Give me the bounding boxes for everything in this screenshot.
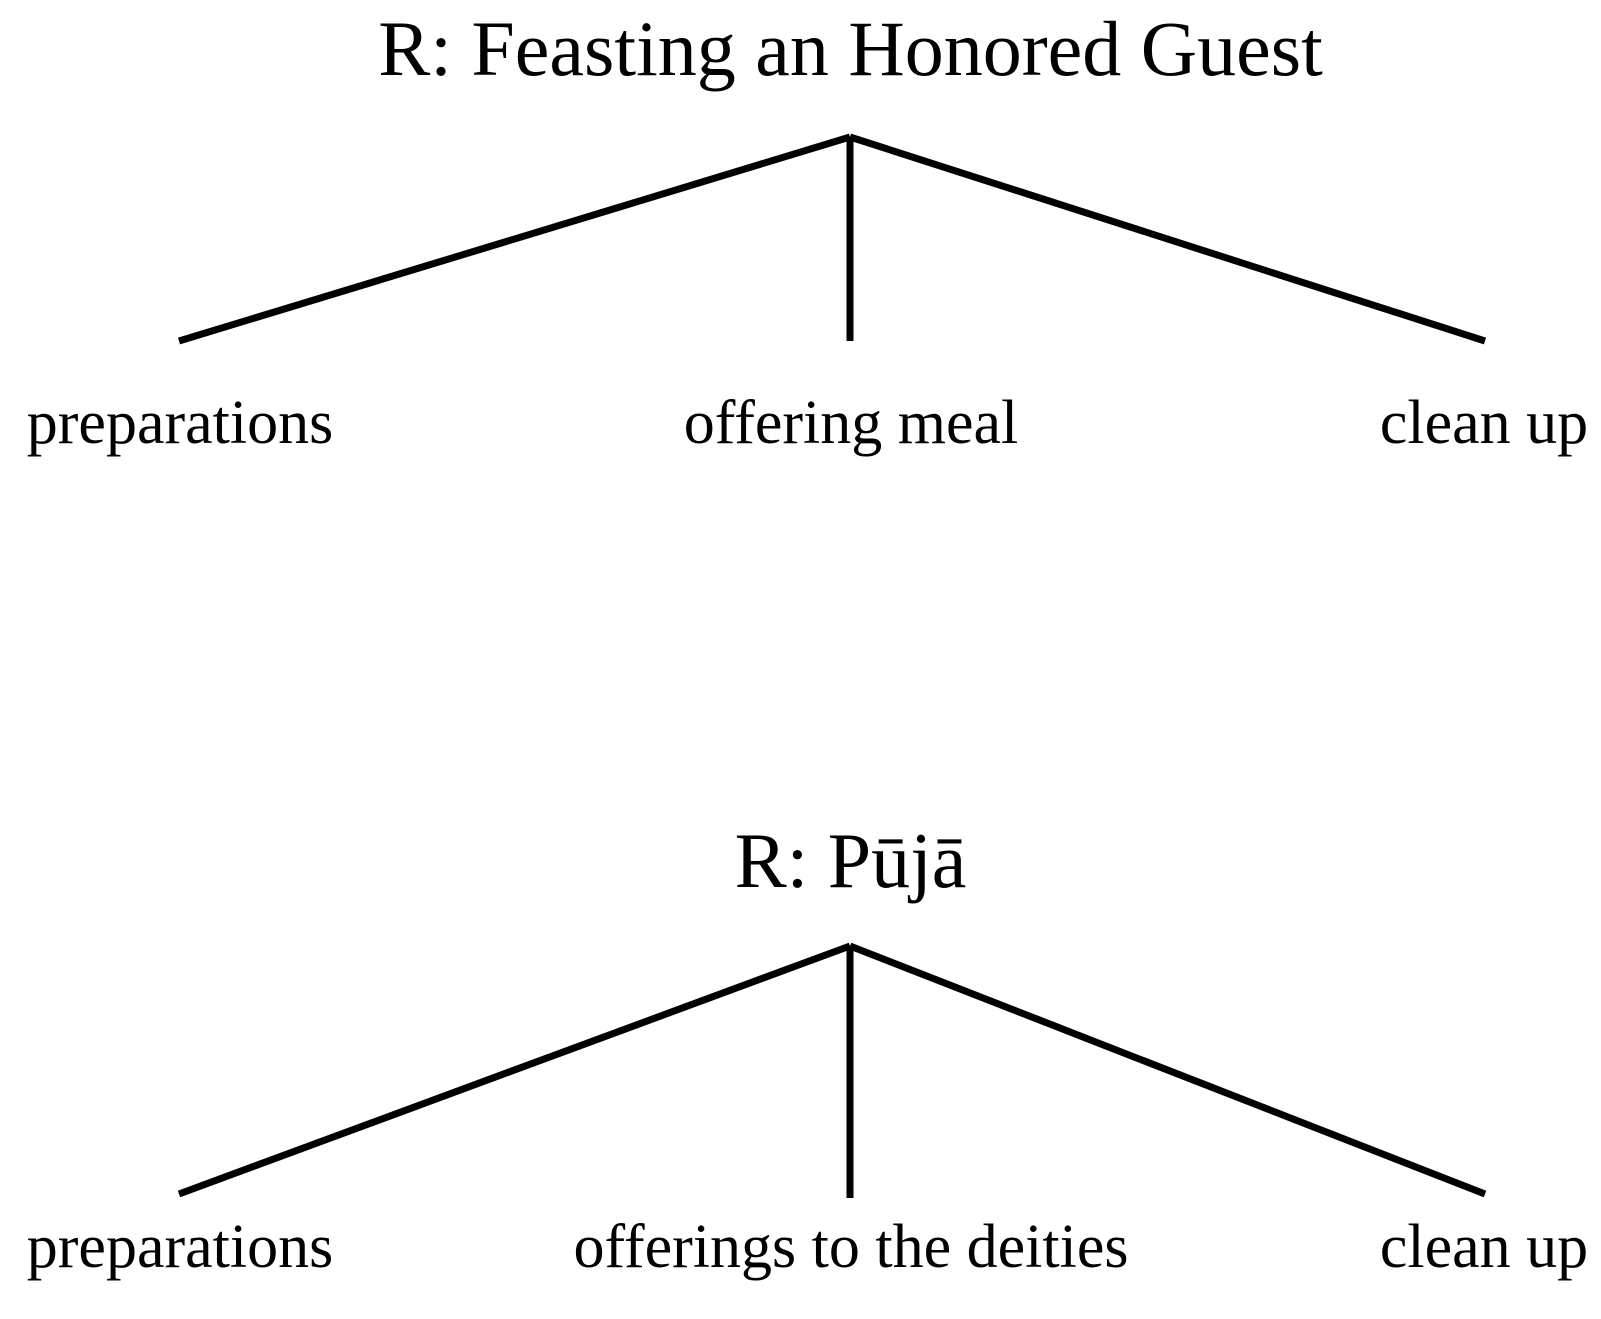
leaf-node-label: preparations	[26, 1213, 334, 1281]
branch-left	[177, 942, 852, 1198]
tree-branches	[177, 133, 1487, 345]
branch-right	[848, 942, 1487, 1198]
leaf-node-label: offerings to the deities	[573, 1213, 1129, 1281]
leaf-node-label: offering meal	[683, 389, 1019, 457]
leaf-node-label: clean up	[1379, 389, 1589, 457]
root-node-label: R: Feasting an Honored Guest	[378, 5, 1323, 92]
branch-right	[848, 133, 1487, 345]
tree-puja: R: Pūjā preparations offerings to the de…	[0, 800, 1601, 1319]
leaf-node-label: preparations	[26, 389, 334, 457]
root-node-label: R: Pūjā	[734, 817, 967, 904]
leaf-node-label: clean up	[1379, 1213, 1589, 1281]
branch-left	[177, 133, 852, 345]
tree-feasting: R: Feasting an Honored Guest preparation…	[0, 0, 1601, 470]
tree-branches	[177, 942, 1487, 1198]
